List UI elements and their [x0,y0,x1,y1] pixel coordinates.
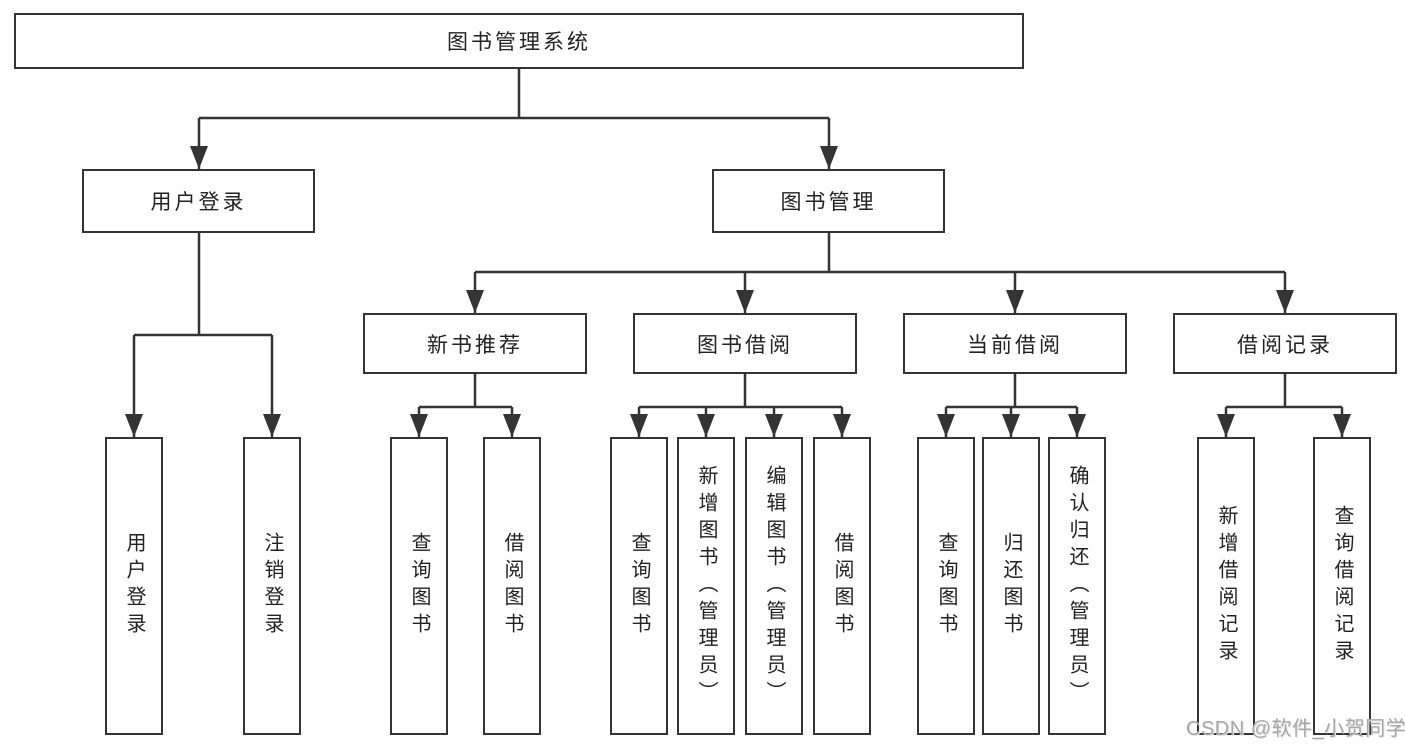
node-label: 借阅图书 [831,532,853,640]
connector-root-l2 [197,68,831,169]
node-label: 查询借阅记录 [1331,505,1353,667]
node-book-management: 图书管理 [712,169,945,233]
node-label: 查询图书 [408,532,430,640]
leaf-add-borrow-record: 新增借阅记录 [1197,437,1255,735]
node-library-system: 图书管理系统 [14,13,1024,69]
node-book-borrowing: 图书借阅 [633,313,857,374]
node-label: 图书管理 [780,191,877,214]
watermark: CSDN @软件_小贺同学 [1186,718,1405,740]
node-label: 用户登录 [150,191,247,214]
connector-recommend-leaves [417,374,514,437]
leaf-logout: 注销登录 [243,437,301,735]
node-new-book-recommendation: 新书推荐 [363,313,587,374]
node-label: 查询图书 [628,532,650,640]
node-label: 归还图书 [1000,532,1022,640]
leaf-user-login: 用户登录 [105,437,163,735]
node-label: 借阅图书 [501,532,523,640]
node-borrowing-records: 借阅记录 [1173,313,1397,374]
connector-records-leaves [1224,374,1344,437]
connector-login-leaves [132,233,274,437]
node-label: 编辑图书（管理员） [763,464,785,708]
leaf-borrow-books-borrowing: 借阅图书 [813,437,871,735]
node-label: 查询图书 [935,532,957,640]
node-label: 新增图书（管理员） [695,464,717,708]
leaf-edit-books-admin: 编辑图书（管理员） [745,437,803,735]
node-label: 新增借阅记录 [1215,505,1237,667]
leaf-confirm-return-admin: 确认归还（管理员） [1048,437,1106,735]
node-user-login-branch: 用户登录 [82,169,315,233]
leaf-borrow-books-recommend: 借阅图书 [483,437,541,735]
node-current-borrowing: 当前借阅 [903,313,1127,374]
node-label: 图书借阅 [697,333,793,357]
node-label: 借阅记录 [1237,333,1333,357]
node-label: 图书管理系统 [447,31,591,54]
connector-borrowing-leaves [637,374,844,437]
leaf-query-books-borrowing: 查询图书 [610,437,668,735]
node-label: 当前借阅 [967,333,1063,357]
leaf-query-borrow-record: 查询借阅记录 [1313,437,1371,735]
connector-mgmt-l3 [473,233,1287,313]
leaf-query-books-recommend: 查询图书 [390,437,448,735]
arrowheads [125,146,1351,437]
leaf-add-books-admin: 新增图书（管理员） [677,437,735,735]
leaf-return-books: 归还图书 [982,437,1040,735]
node-label: 注销登录 [261,532,283,640]
leaf-query-books-current: 查询图书 [917,437,975,735]
node-label: 确认归还（管理员） [1066,464,1088,708]
node-label: 新书推荐 [427,333,523,357]
node-label: 用户登录 [123,532,145,640]
